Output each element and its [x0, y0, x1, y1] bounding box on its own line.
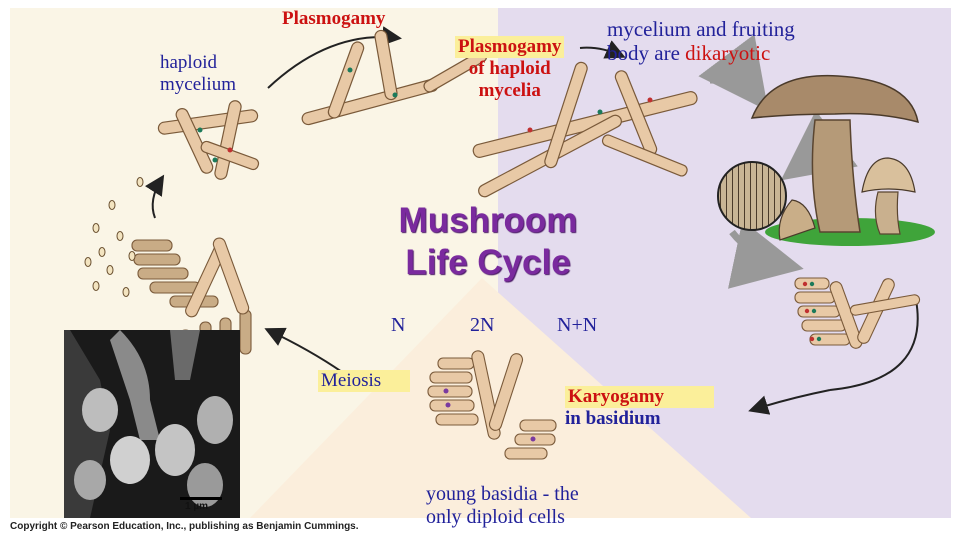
- plasmogamy-haploid-mycelia-label: Plasmogamy of haploid mycelia: [455, 36, 565, 102]
- copyright-notice: Copyright © Pearson Education, Inc., pub…: [10, 521, 359, 532]
- cycle-arrow-icon: [748, 389, 831, 415]
- cycle-arrow-icon: [144, 174, 165, 219]
- basidium-icon: [519, 419, 557, 432]
- dikaryotic-term: dikaryotic: [685, 41, 771, 66]
- dikaryotic-label-line1: mycelium and fruiting: [607, 17, 795, 41]
- basidium-icon: [809, 333, 851, 346]
- young-basidia-line2: only diploid cells: [426, 506, 565, 528]
- karyogamy-label: Karyogamy in basidium: [565, 386, 715, 430]
- spores: [84, 177, 144, 297]
- cycle-arrow-icon: [698, 34, 769, 112]
- spore-icon: [128, 251, 136, 261]
- ploidy-n-plus-n-label: N+N: [557, 314, 598, 336]
- young-basidia-line1: young basidia - the: [426, 483, 579, 505]
- hypha-icon: [214, 100, 242, 180]
- hypha-icon: [327, 41, 365, 119]
- cycle-arrow-icon: [264, 327, 343, 373]
- dikaryotic-basidia: [794, 277, 921, 349]
- haploid-mycelium-label-line1: haploid: [160, 52, 217, 73]
- plasmogamy-mid-line2: of haploid: [468, 57, 551, 79]
- scale-bar-label: 1 µm: [185, 501, 208, 512]
- cycle-arrow-icon: [780, 110, 858, 181]
- basidium-icon: [133, 253, 181, 266]
- hypha-icon: [544, 61, 588, 169]
- basidium-icon: [427, 385, 473, 398]
- hypha-icon: [849, 294, 921, 316]
- dikaryotic-label-prefix: body are: [607, 41, 686, 66]
- basidium-icon: [437, 357, 475, 370]
- mushroom-icon: [717, 74, 935, 246]
- ploidy-2n-label: 2N: [470, 314, 495, 336]
- ploidy-n-label: N: [391, 314, 406, 336]
- fused-mycelia: [472, 61, 698, 198]
- basidium-icon: [239, 309, 252, 355]
- spore-icon: [108, 200, 116, 210]
- karyogamy-line2: in basidium: [565, 407, 661, 429]
- basidium-icon: [794, 291, 836, 304]
- haploid-mycelium-label-line2: mycelium: [160, 73, 236, 95]
- basidium-icon: [801, 319, 847, 332]
- dikaryotic-label-line2: body are dikaryotic: [607, 41, 795, 65]
- cycle-arrow-icon: [727, 220, 804, 289]
- haploid-mycelium-label: haploid mycelium: [160, 52, 236, 96]
- young-basidia-label: young basidia - the only diploid cells: [426, 483, 579, 529]
- spore-icon: [98, 247, 106, 257]
- micrograph-image: [64, 330, 240, 518]
- fruiting-arrows: [698, 34, 858, 289]
- basidium-icon: [504, 447, 548, 460]
- basidium-icon: [429, 399, 475, 412]
- diagram-title: Mushroom Life Cycle: [383, 200, 593, 284]
- spore-icon: [92, 281, 100, 291]
- title-line2: Life Cycle: [405, 243, 571, 282]
- plasmogamy-mid-line1: Plasmogamy: [455, 36, 565, 58]
- dikaryotic-label: mycelium and fruiting body are dikaryoti…: [607, 17, 795, 65]
- hypha-icon: [488, 353, 524, 431]
- hypha-icon: [175, 108, 214, 174]
- plasmogamy-mid-line3: mycelia: [478, 79, 541, 101]
- spore-icon: [84, 257, 92, 267]
- basidium-icon: [429, 371, 473, 384]
- basidium-icon: [131, 239, 173, 252]
- title-line1: Mushroom: [398, 201, 578, 240]
- meiosis-label: Meiosis: [318, 370, 410, 392]
- karyogamy-line1: Karyogamy: [565, 386, 715, 408]
- spore-icon: [116, 231, 124, 241]
- cycle-arrow-icon: [829, 299, 919, 391]
- basidium-icon: [797, 305, 841, 318]
- basidium-icon: [435, 413, 479, 426]
- haploid-mycelium: [157, 100, 260, 180]
- plasmogamy-label: Plasmogamy: [282, 8, 386, 29]
- spore-icon: [136, 177, 144, 187]
- basidium-icon: [149, 281, 201, 294]
- spore-icon: [122, 287, 130, 297]
- hypha-icon: [601, 134, 688, 177]
- hypha-icon: [374, 29, 398, 101]
- spore-icon: [106, 265, 114, 275]
- cycle-arrow-icon: [579, 40, 626, 59]
- hypha-icon: [212, 237, 250, 315]
- young-basidia: [427, 350, 557, 460]
- spore-icon: [92, 223, 100, 233]
- basidium-icon: [137, 267, 189, 280]
